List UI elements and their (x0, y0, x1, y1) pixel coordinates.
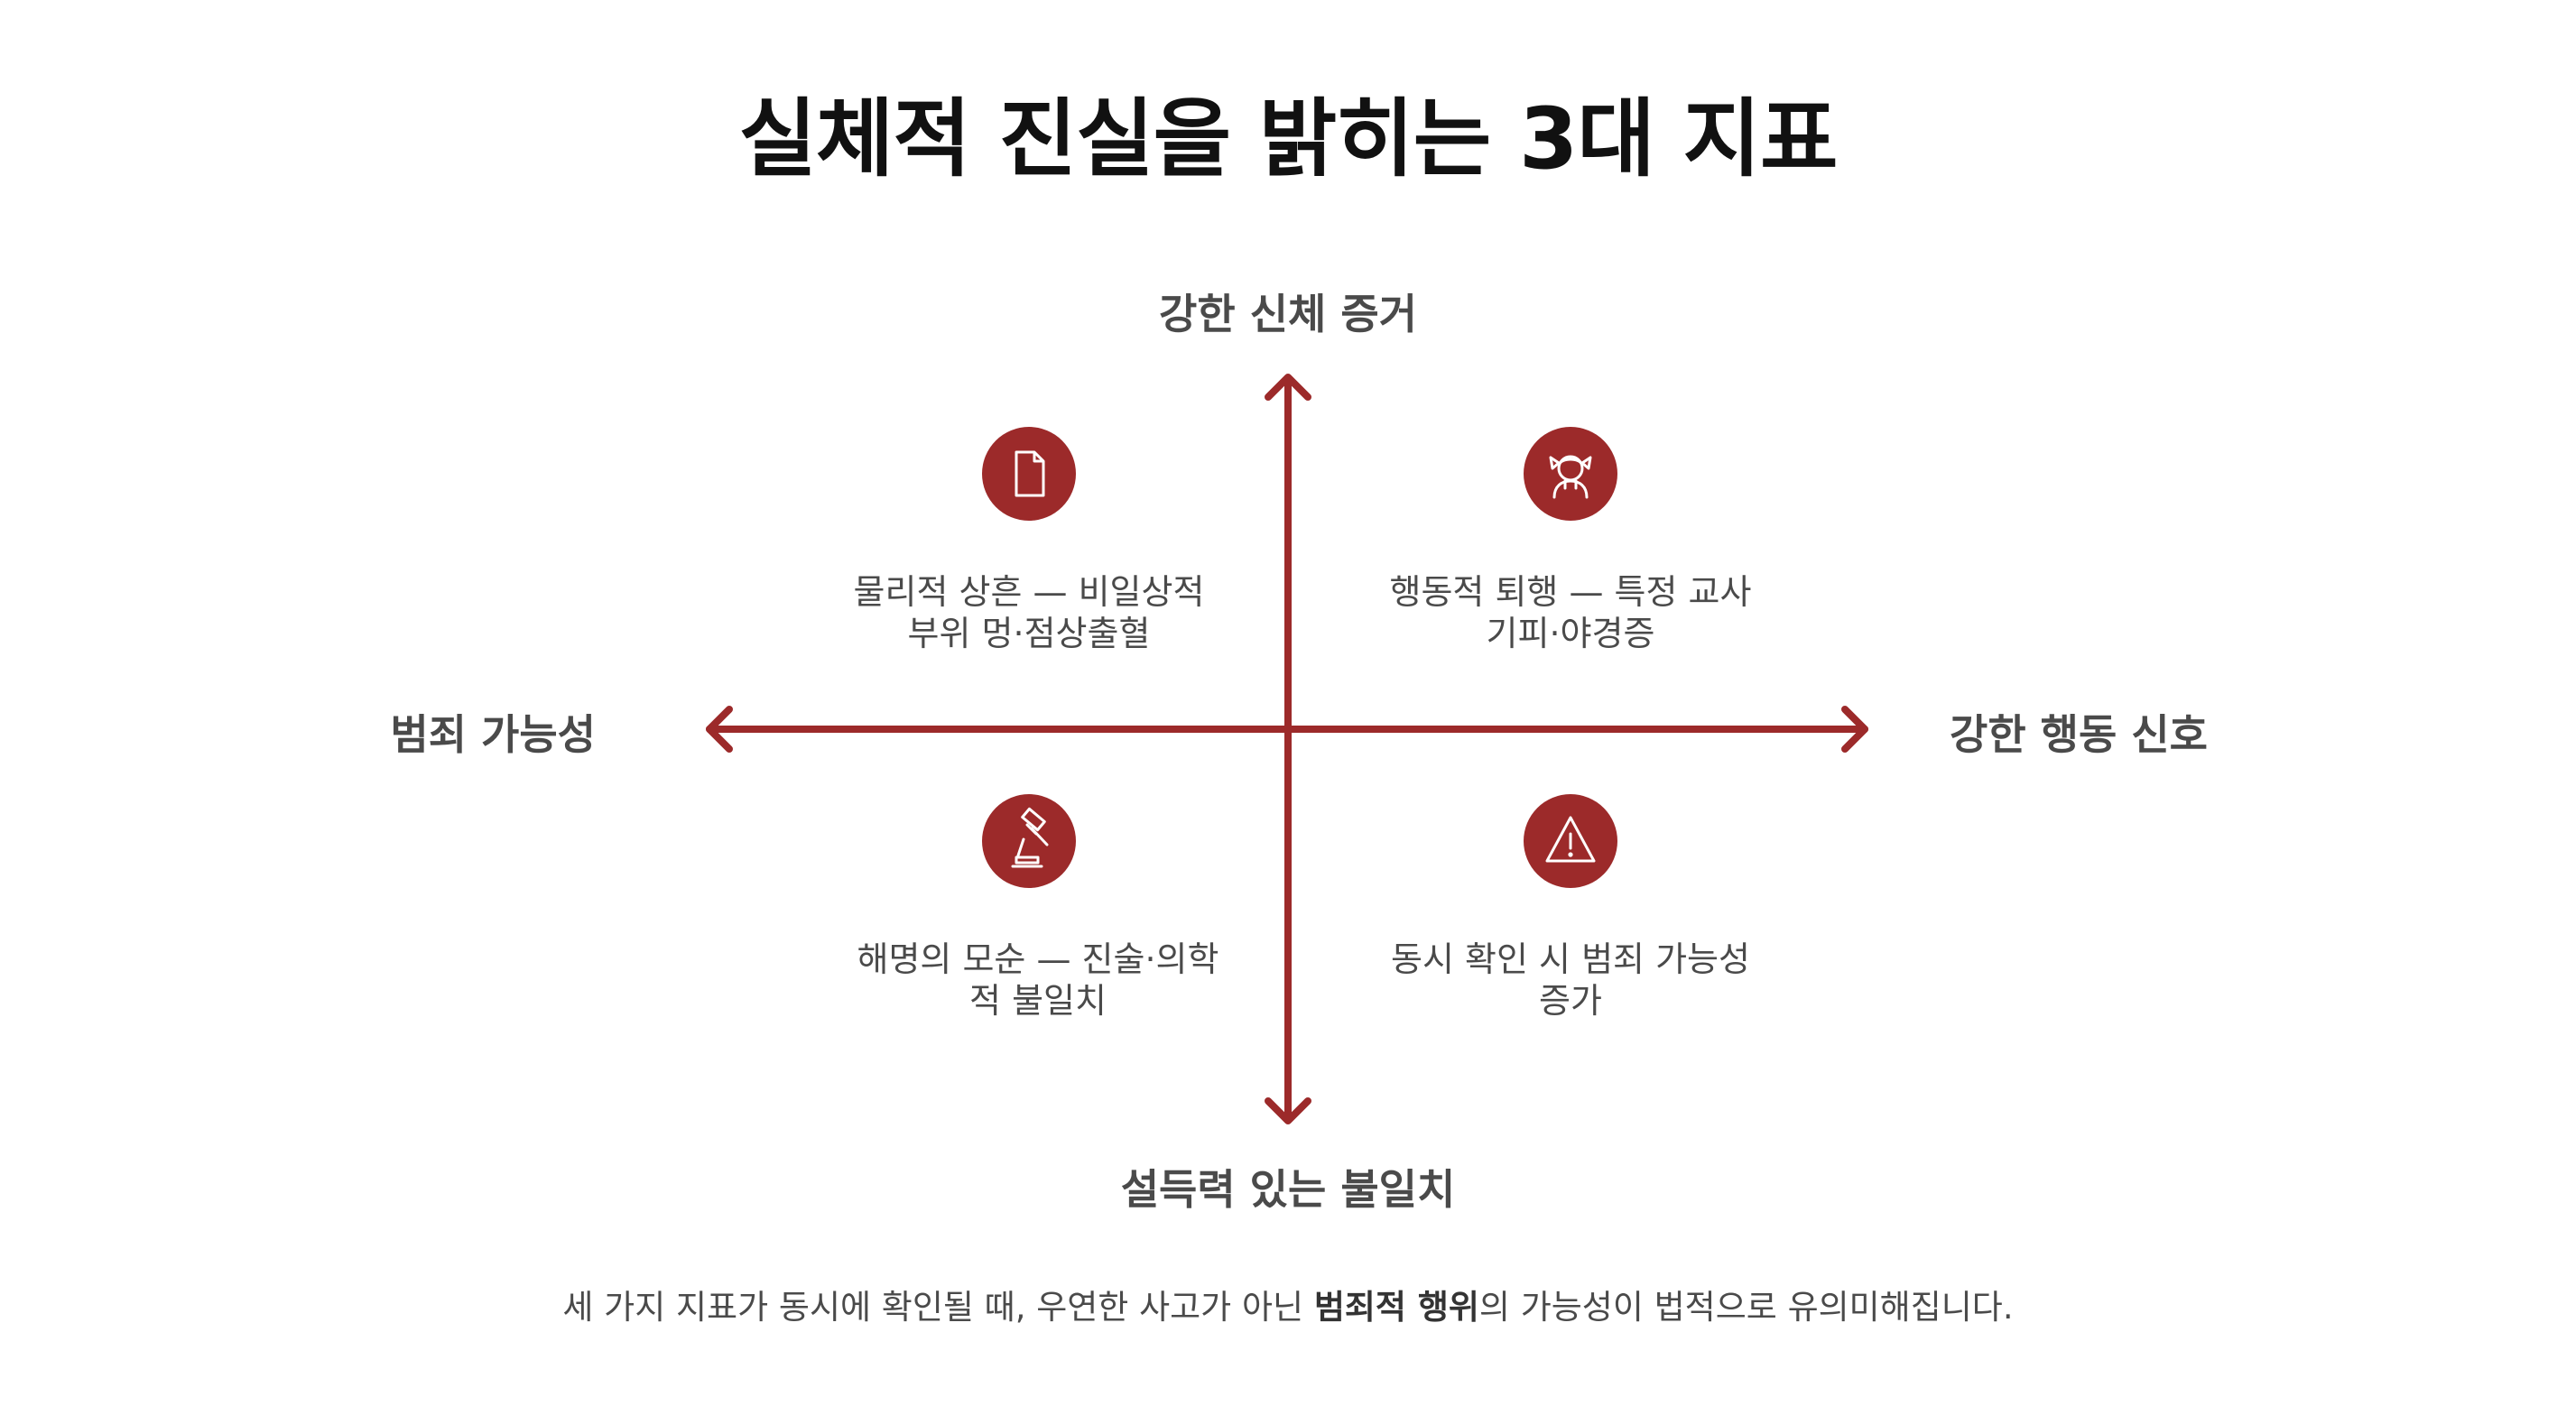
quadrant-text-bottom-left: 해명의 모순 — 진술·의학 적 불일치 (821, 939, 1255, 1022)
quadrant-line: 물리적 상흔 — 비일상적 (853, 572, 1205, 612)
quadrant-line: 적 불일치 (969, 981, 1107, 1021)
warning-icon (1524, 794, 1617, 888)
arrow-left-icon (706, 706, 733, 753)
quadrant-text-top-left: 물리적 상흔 — 비일상적 부위 멍·점상출혈 (812, 571, 1246, 654)
quadrant-line: 행동적 퇴행 — 특정 교사 (1389, 572, 1752, 612)
footer-text-after: 의 가능성이 법적으로 유의미해집니다. (1478, 1288, 2014, 1327)
axis-label-right: 강한 행동 신호 (1950, 710, 2208, 759)
quadrant-line: 동시 확인 시 범죄 가능성 (1391, 939, 1750, 979)
footer-text-before: 세 가지 지표가 동시에 확인될 때, 우연한 사고가 아닌 (562, 1288, 1314, 1327)
arrow-right-icon (1841, 706, 1868, 753)
quadrant-text-bottom-right: 동시 확인 시 범죄 가능성 증가 (1354, 939, 1787, 1022)
footer-text-bold: 범죄적 행위 (1313, 1288, 1479, 1327)
quadrant-line: 해명의 모순 — 진술·의학 (857, 939, 1219, 979)
child-icon (1524, 427, 1617, 521)
gavel-icon (982, 794, 1076, 888)
arrow-up-icon (1265, 374, 1311, 401)
axis-label-left: 범죄 가능성 (390, 710, 596, 759)
quadrant-line: 기피·야경증 (1486, 614, 1655, 653)
quadrant-line: 증가 (1539, 981, 1602, 1021)
axis-label-top: 강한 신체 증거 (1159, 290, 1417, 338)
footer-note: 세 가지 지표가 동시에 확인될 때, 우연한 사고가 아닌 범죄적 행위의 가… (0, 1280, 2576, 1328)
page-title: 실체적 진실을 밝히는 3대 지표 (738, 90, 1838, 189)
document-icon (982, 427, 1076, 521)
quadrant-text-top-right: 행동적 퇴행 — 특정 교사 기피·야경증 (1354, 571, 1787, 654)
axis-label-bottom: 설득력 있는 불일치 (1120, 1165, 1456, 1214)
quadrant-line: 부위 멍·점상출혈 (907, 614, 1151, 653)
arrow-down-icon (1265, 1097, 1311, 1124)
